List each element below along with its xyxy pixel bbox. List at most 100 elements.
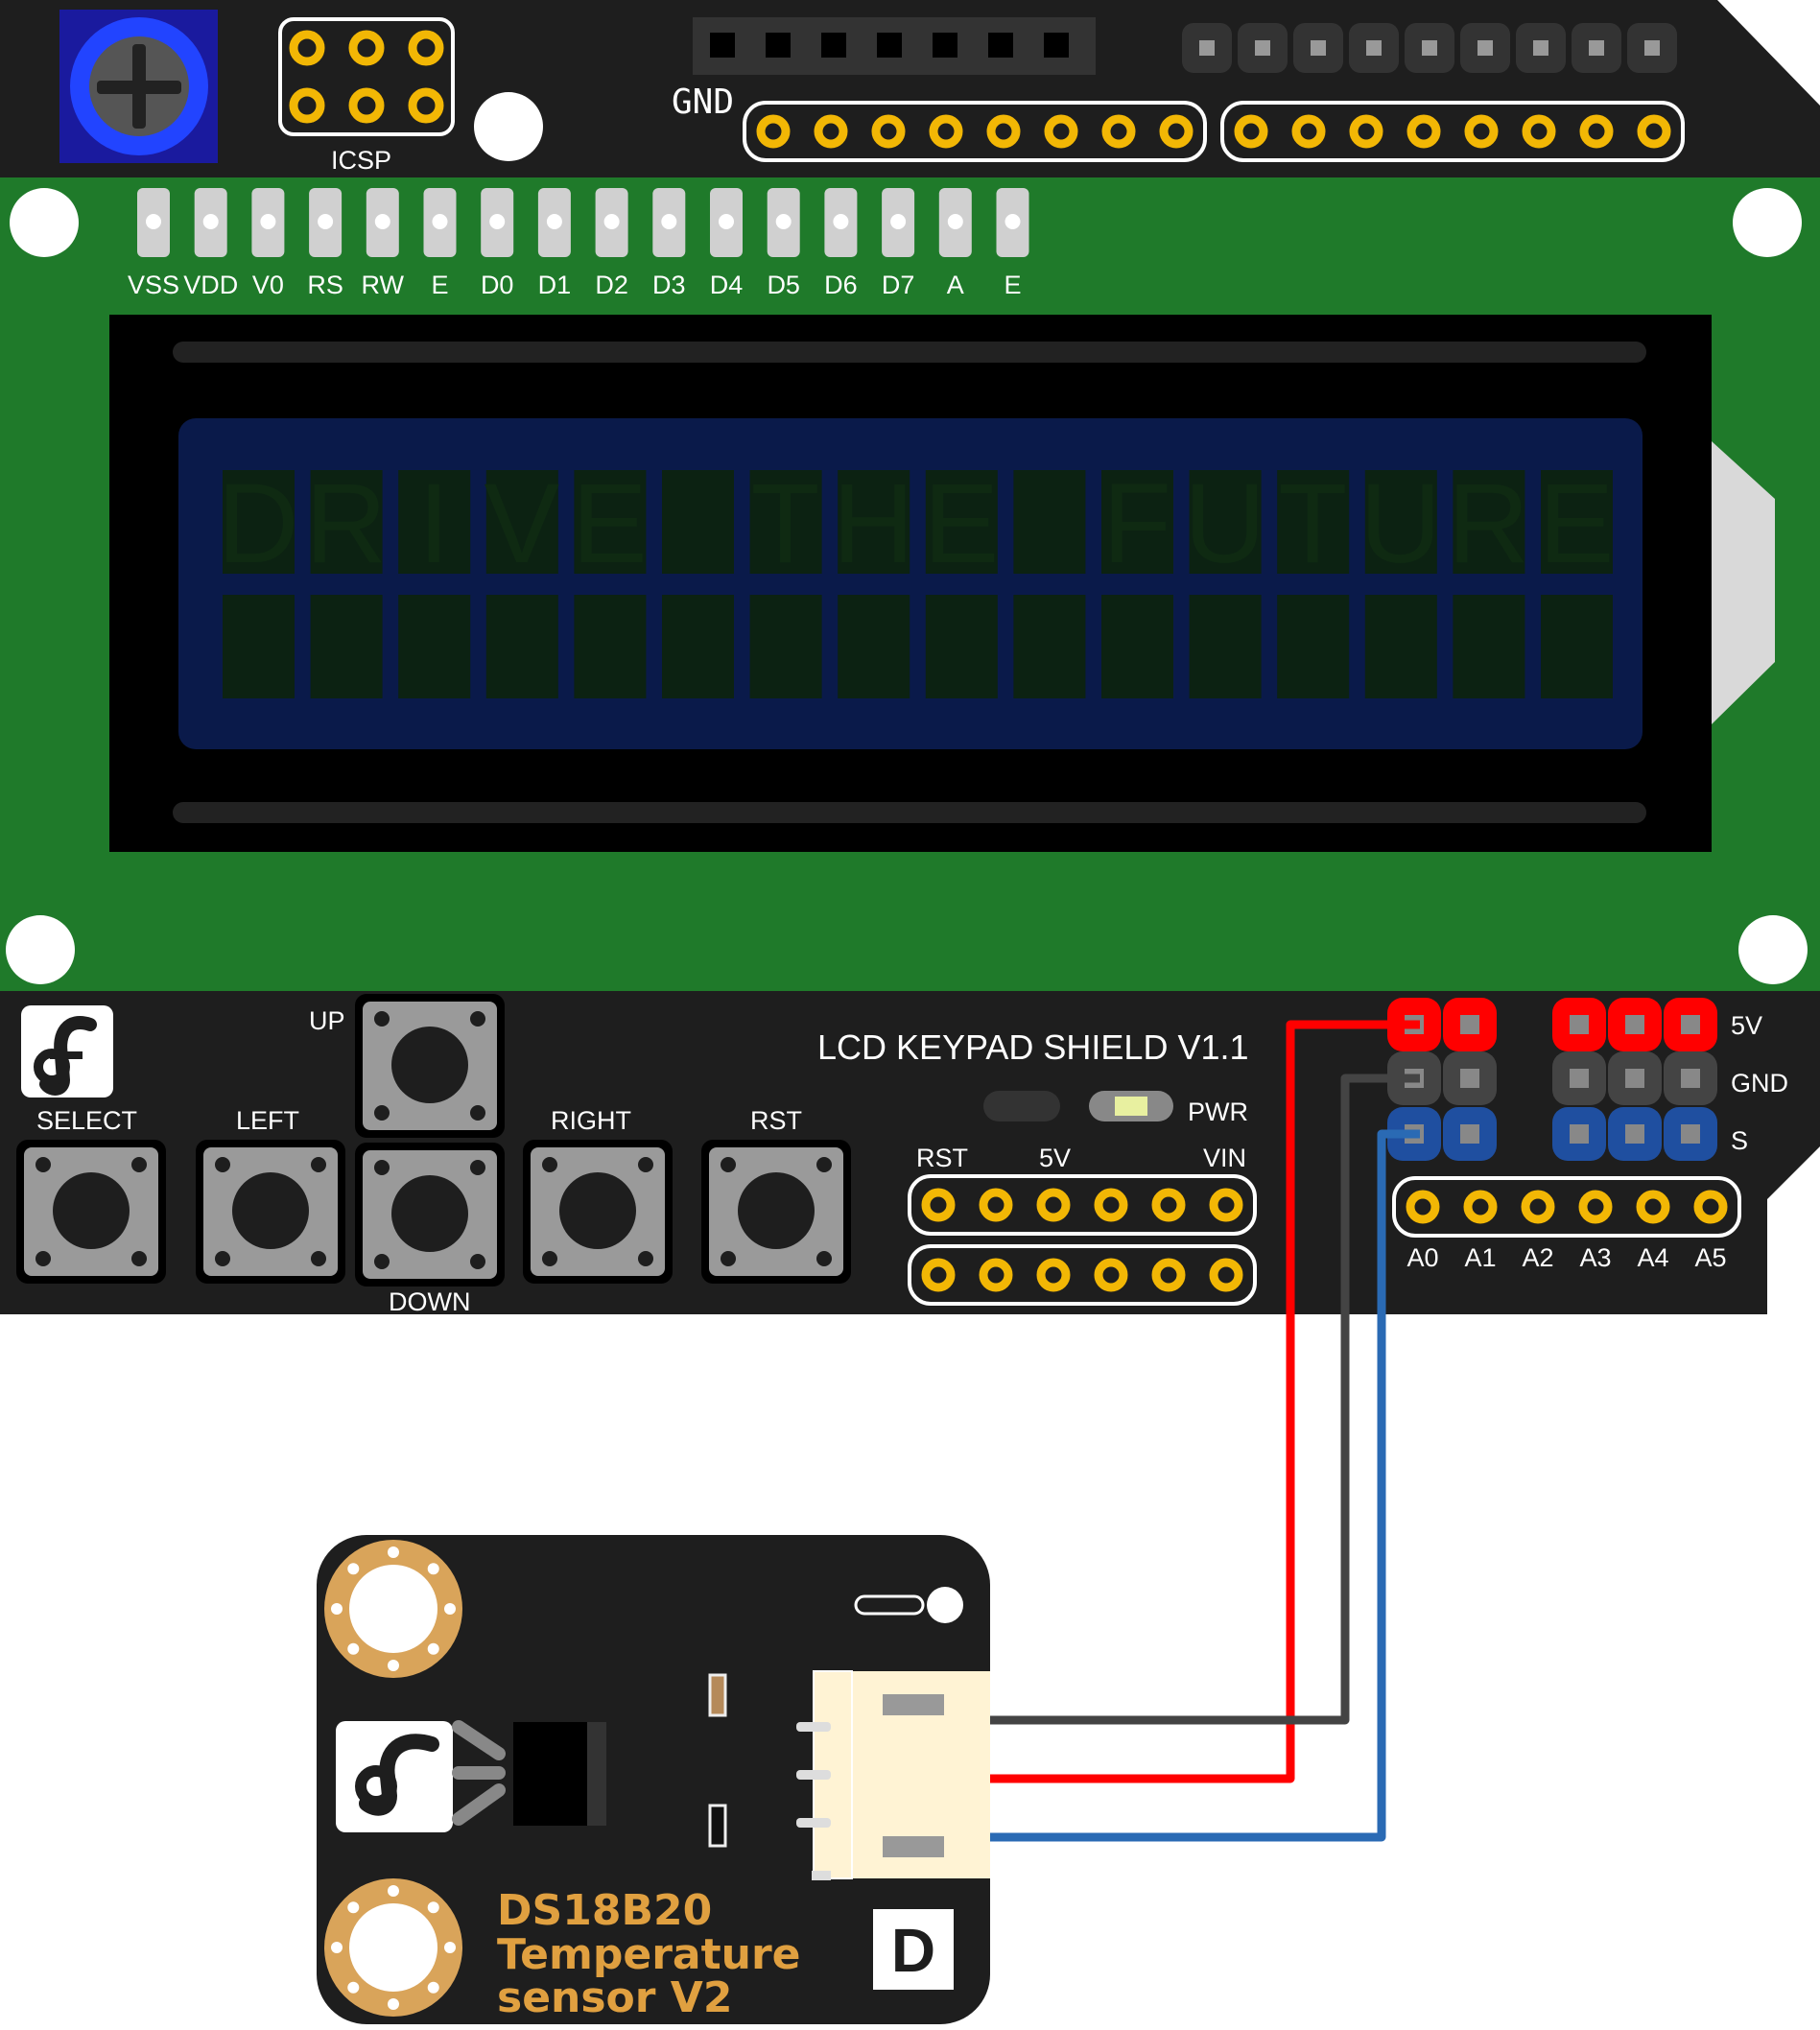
ds18b20-chip-icon <box>452 1720 606 1826</box>
header-pin <box>756 114 791 149</box>
header-pin <box>1291 114 1326 149</box>
header-pin <box>1234 114 1268 149</box>
header-pin <box>1151 1188 1186 1222</box>
header-pin <box>929 114 963 149</box>
left-button[interactable] <box>196 1140 345 1284</box>
unlit-led <box>983 1091 1060 1121</box>
mounting-hole <box>1738 915 1808 984</box>
lcd-pin-label: E <box>431 271 448 299</box>
header-pin <box>1579 114 1614 149</box>
lcd-char-cell <box>1453 470 1525 574</box>
analog-pin-label: A4 <box>1637 1243 1668 1272</box>
lcd-character: I <box>418 460 450 587</box>
lcd-pin-label: D5 <box>767 271 800 299</box>
socket-pin <box>877 33 902 58</box>
lcd-pin-label: RW <box>362 271 405 299</box>
sensor-name-line3: sensor V2 <box>497 1973 732 2022</box>
header-pin <box>1578 1190 1613 1224</box>
lcd-char-cell <box>398 595 471 698</box>
down-button-label: DOWN <box>389 1287 470 1316</box>
resistor <box>708 1804 727 1848</box>
lcd-char-cell <box>1541 470 1613 574</box>
digital-header-right <box>1220 101 1685 162</box>
lcd-pin-label: D6 <box>824 271 858 299</box>
lcd-character: E <box>923 460 999 587</box>
lcd-pin-label: V0 <box>252 271 284 299</box>
right-button[interactable] <box>523 1140 673 1284</box>
lcd-char-cell <box>398 470 471 574</box>
wire-red-5v <box>988 1020 1420 1783</box>
lcd-pin-label: D3 <box>652 271 686 299</box>
icsp-header <box>278 17 455 136</box>
io-s-label: S <box>1731 1126 1748 1155</box>
socket-pin <box>710 33 735 58</box>
header-pin <box>1209 1188 1243 1222</box>
header-pin <box>1094 1188 1128 1222</box>
pwr-led-icon <box>1089 1091 1173 1121</box>
svg-text:D: D <box>891 1916 935 1985</box>
up-button-label: UP <box>309 1006 345 1035</box>
rst-button[interactable] <box>701 1140 851 1284</box>
header-pin <box>1151 1258 1186 1292</box>
lcd-char-cell <box>574 595 647 698</box>
lcd-character: U <box>1184 460 1265 587</box>
top-socket-header <box>693 17 1096 75</box>
lcd-char-cell <box>223 595 295 698</box>
analog-pin-label: A1 <box>1464 1243 1496 1272</box>
header-pin <box>1463 1190 1498 1224</box>
lcd-character: R <box>1448 460 1529 587</box>
lcd-character: T <box>751 460 820 587</box>
lcd-character: E <box>1539 460 1615 587</box>
header-pin <box>1406 114 1441 149</box>
lcd-char-cell <box>662 470 734 574</box>
lcd-character: F <box>1102 460 1171 587</box>
potentiometer-icon <box>59 10 218 163</box>
lcd-char-cell <box>838 595 910 698</box>
header-pin <box>1637 114 1671 149</box>
lcd-char-cell <box>925 470 998 574</box>
header-pin <box>921 1258 956 1292</box>
mounting-hole <box>1733 188 1802 257</box>
socket-pin <box>821 33 846 58</box>
select-button[interactable] <box>16 1140 166 1284</box>
socket-pin <box>988 33 1013 58</box>
header-pin <box>986 114 1021 149</box>
mounting-hole <box>6 915 75 984</box>
top-right-socket-header <box>1182 23 1677 73</box>
io-5v-label: 5V <box>1731 1011 1762 1040</box>
header-pin <box>979 1258 1013 1292</box>
lcd-char-cell <box>662 595 734 698</box>
header-pin <box>1464 114 1499 149</box>
header-pin <box>1349 114 1383 149</box>
icsp-pin <box>408 87 444 124</box>
lcd-char-cell <box>1364 595 1437 698</box>
up-button[interactable] <box>355 994 505 1138</box>
power-header <box>908 1174 1257 1306</box>
header-pin <box>1101 114 1136 149</box>
icsp-pin <box>289 30 325 66</box>
header-pin <box>1406 1190 1440 1224</box>
lcd-char-cell <box>1453 595 1525 698</box>
sensor-mounting-hole <box>324 1540 462 1678</box>
lcd-pin-label: VSS <box>128 271 179 299</box>
header-pin <box>1636 1190 1670 1224</box>
right-button-label: RIGHT <box>551 1106 631 1135</box>
icsp-pin <box>348 87 385 124</box>
icsp-pin <box>289 87 325 124</box>
lcd-pin-label: D2 <box>595 271 628 299</box>
lcd-pin-label: D1 <box>538 271 572 299</box>
header-pin <box>1159 114 1194 149</box>
header-pin <box>1521 1190 1555 1224</box>
sensor-mounting-hole <box>324 1878 462 2017</box>
lcd-char-cell <box>1277 470 1350 574</box>
lcd-char-cell <box>1364 470 1437 574</box>
down-button[interactable] <box>355 1143 505 1286</box>
icsp-pin <box>348 30 385 66</box>
lcd-char-cell <box>838 470 910 574</box>
wire-blue-signal <box>988 1129 1420 1842</box>
lcd-char-cell <box>485 470 558 574</box>
header-pin <box>1094 1258 1128 1292</box>
header-pin <box>814 114 848 149</box>
analog-pin-label: A5 <box>1694 1243 1726 1272</box>
lcd-char-cell <box>749 470 822 574</box>
